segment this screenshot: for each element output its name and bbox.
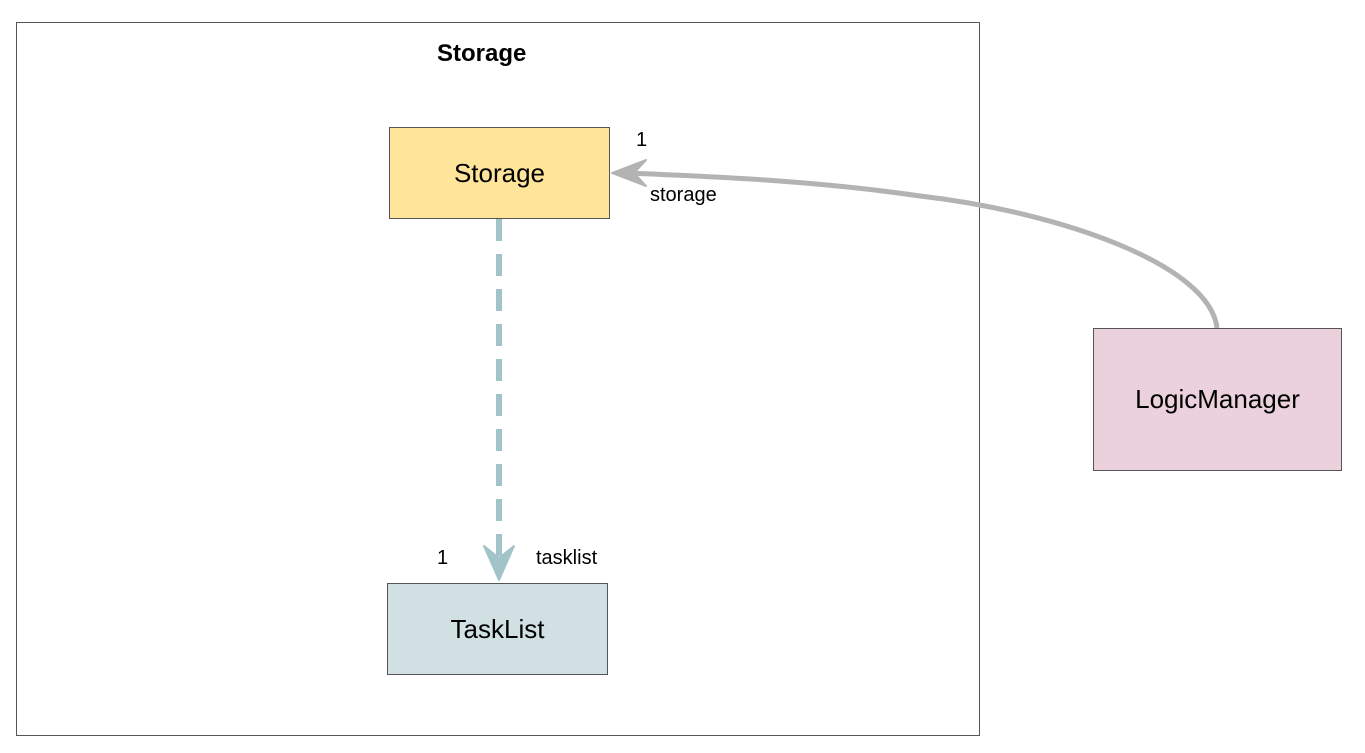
tasklist-multiplicity-label: 1 (437, 547, 449, 569)
tasklist-role-label: tasklist (536, 547, 598, 569)
storage-multiplicity-label: 1 (636, 129, 648, 151)
tasklist-class-label: TaskList (450, 613, 545, 644)
tasklist-class-box: TaskList (387, 583, 608, 675)
storage-class-label: Storage (453, 157, 546, 188)
storage-role-label: storage (650, 184, 717, 206)
logic-manager-class-box: LogicManager (1093, 328, 1342, 471)
logic-manager-class-label: LogicManager (1135, 384, 1300, 414)
storage-class-box: Storage (389, 127, 610, 219)
package-title: Storage (437, 40, 527, 67)
